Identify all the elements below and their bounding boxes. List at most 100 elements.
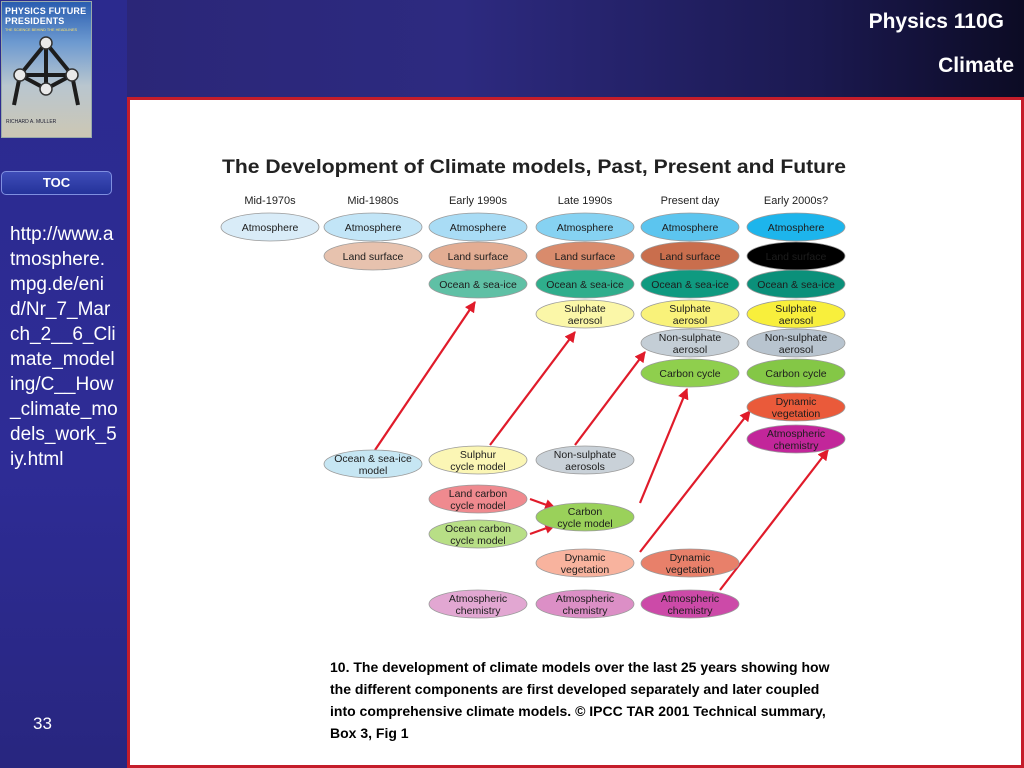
node-nonsulphate-aerosols-shape	[535, 445, 635, 475]
node-atmosphere-shape	[535, 212, 635, 242]
node-carbon-cycle: Carbon cycle	[746, 358, 846, 388]
coupling-arrow	[574, 351, 646, 446]
node-non-sulphate-aerosol-label: Non-sulphate	[765, 332, 828, 344]
coupling-arrow	[638, 387, 689, 504]
node-dynveg-model-label: vegetation	[561, 564, 610, 576]
node-carbon-cycle-shape	[640, 358, 740, 388]
node-atmosphere-label: Atmosphere	[450, 222, 507, 234]
node-atmosphere-label: Atmosphere	[557, 222, 614, 234]
node-carbon-cycle: Carbon cycle	[640, 358, 740, 388]
node-atmospheric-chemistry-shape	[746, 424, 846, 454]
node-atmosphere-shape	[323, 212, 423, 242]
node-ocean-sea-ice-label: Ocean & sea-ice	[439, 279, 517, 291]
node-atmosphere: Atmosphere	[640, 212, 740, 242]
sidebar: PHYSICS FUTURE PRESIDENTS THE SCIENCE BE…	[0, 0, 127, 768]
column-header: Mid-1980s	[347, 195, 399, 207]
slide-content: The Development of Climate models, Past,…	[127, 97, 1024, 768]
node-atmchem-model-shape	[640, 589, 740, 619]
node-atmospheric-chemistry-label: Atmospheric	[767, 428, 825, 440]
node-atmosphere-label: Atmosphere	[662, 222, 719, 234]
coupling-arrow	[639, 410, 751, 553]
node-ocean-model-label: Ocean & sea-ice	[334, 453, 412, 465]
node-dynamic-vegetation-label: Dynamic	[776, 396, 817, 408]
node-ocean-sea-ice-label: Ocean & sea-ice	[651, 279, 729, 291]
node-sulphate-aerosol-label: aerosol	[673, 315, 707, 327]
column-header: Mid-1970s	[244, 195, 296, 207]
node-ocean-carbon-model-shape	[428, 519, 528, 549]
node-sulphate-aerosol-shape	[535, 299, 635, 329]
node-land-surface-label: Land surface	[660, 251, 721, 263]
node-ocean-carbon-model-label: Ocean carbon	[445, 523, 511, 535]
node-sulphate-aerosol-label: Sulphate	[775, 303, 817, 315]
node-atmosphere-shape	[640, 212, 740, 242]
node-dynveg-model-label: Dynamic	[565, 552, 606, 564]
node-atmosphere-label: Atmosphere	[242, 222, 299, 234]
node-atmchem-model-label: Atmospheric	[661, 593, 719, 605]
node-carbon-model-label: cycle model	[557, 518, 612, 530]
node-ocean-sea-ice-shape	[746, 269, 846, 299]
node-dynamic-vegetation-shape	[746, 392, 846, 422]
node-land-surface-label: Land surface	[766, 251, 827, 263]
node-land-surface: Land surface	[323, 241, 423, 271]
diagram-title: The Development of Climate models, Past,…	[222, 156, 846, 178]
node-ocean-sea-ice: Ocean & sea-ice	[746, 269, 846, 299]
node-land-surface: Land surface	[535, 241, 635, 271]
node-atmchem-model-label: Atmospheric	[449, 593, 507, 605]
node-ocean-sea-ice-shape	[535, 269, 635, 299]
node-non-sulphate-aerosol-label: aerosol	[673, 344, 707, 356]
node-land-carbon-model-label: cycle model	[450, 500, 505, 512]
node-atmosphere-shape	[428, 212, 528, 242]
node-atmchem-model-label: chemistry	[563, 605, 609, 617]
node-atmosphere: Atmosphere	[323, 212, 423, 242]
node-atmospheric-chemistry-label: chemistry	[774, 440, 820, 452]
node-atmosphere-label: Atmosphere	[345, 222, 402, 234]
node-sulphate-aerosol-label: Sulphate	[564, 303, 606, 315]
coupling-arrow	[489, 331, 576, 446]
topic-title: Climate	[938, 54, 1014, 77]
node-nonsulphate-aerosols-label: Non-sulphate	[554, 449, 617, 461]
column-header: Late 1990s	[558, 195, 613, 207]
book-cover-author: RICHARD A. MULLER	[6, 119, 57, 125]
node-land-carbon-model-shape	[428, 484, 528, 514]
node-ocean-sea-ice-label: Ocean & sea-ice	[546, 279, 624, 291]
coupling-arrow	[374, 301, 476, 451]
book-cover-image: PHYSICS FUTURE PRESIDENTS THE SCIENCE BE…	[1, 1, 92, 138]
node-dynveg-model-shape	[535, 548, 635, 578]
node-atmchem-model-label: chemistry	[456, 605, 502, 617]
molecule-icon	[12, 36, 80, 106]
node-land-carbon-model-label: Land carbon	[449, 488, 508, 500]
node-atmosphere: Atmosphere	[535, 212, 635, 242]
node-sulphur-model-label: Sulphur	[460, 449, 497, 461]
column-header: Early 2000s?	[764, 195, 828, 207]
toc-button[interactable]: TOC	[1, 171, 112, 195]
source-url: http://www.atmosphere.mpg.de/enid/Nr_7_M…	[10, 224, 118, 470]
book-cover-title: PHYSICS FUTURE PRESIDENTS	[5, 6, 87, 26]
node-carbon-cycle-shape	[746, 358, 846, 388]
node-atmosphere-shape	[220, 212, 320, 242]
node-land-surface: Land surface	[428, 241, 528, 271]
node-land-surface-shape	[323, 241, 423, 271]
node-dynveg-model-label: vegetation	[666, 564, 715, 576]
node-non-sulphate-aerosol-shape	[746, 328, 846, 358]
node-ocean-sea-ice-shape	[428, 269, 528, 299]
node-ocean-sea-ice-shape	[640, 269, 740, 299]
node-dynveg-model-shape	[640, 548, 740, 578]
node-atmchem-model-label: Atmospheric	[556, 593, 614, 605]
node-ocean-sea-ice: Ocean & sea-ice	[640, 269, 740, 299]
node-nonsulphate-aerosols-label: aerosols	[565, 461, 605, 473]
node-atmchem-model-label: chemistry	[668, 605, 714, 617]
node-ocean-model-label: model	[359, 465, 388, 477]
node-sulphate-aerosol-label: aerosol	[568, 315, 602, 327]
